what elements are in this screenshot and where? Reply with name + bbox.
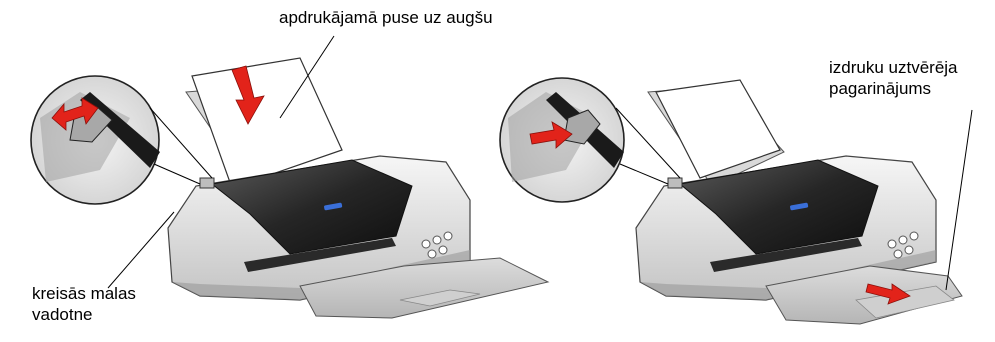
right-printer	[500, 78, 972, 324]
label-edge-guide-line2: vadotne	[32, 304, 93, 325]
label-extension-line2: pagarinājums	[829, 78, 931, 99]
left-printer	[31, 36, 548, 318]
edge-guide-zoom	[31, 76, 160, 204]
edge-guide-zoom-right	[500, 78, 624, 202]
leader-line-extension	[946, 110, 972, 290]
label-edge-guide-line1: kreisās malas	[32, 283, 136, 304]
label-extension-line1: izdruku uztvērēja	[829, 57, 958, 78]
leader-line-edge-guide	[108, 212, 174, 288]
label-paper-side: apdrukājamā puse uz augšu	[279, 7, 493, 28]
